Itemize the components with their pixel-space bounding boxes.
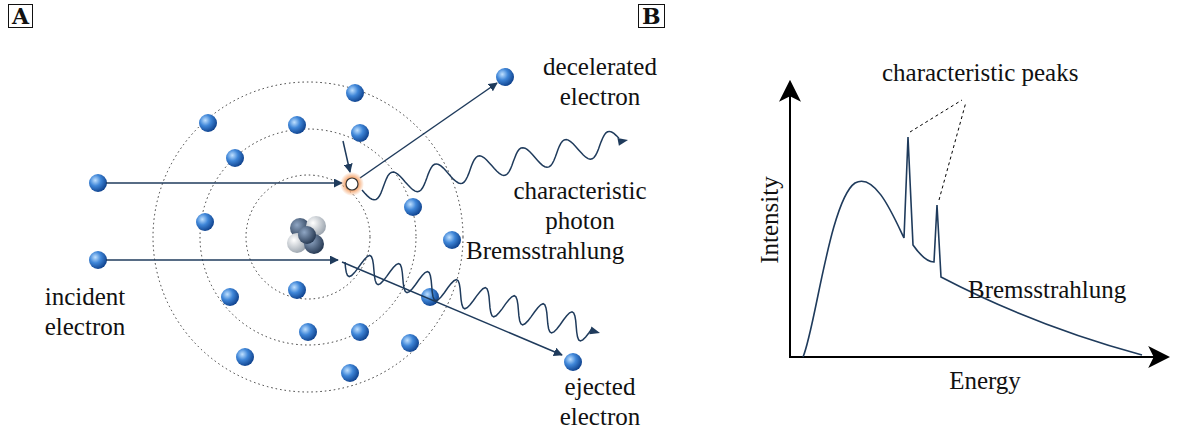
label: Bremsstrahlung: [466, 236, 624, 266]
label: characteristic photon: [505, 176, 655, 236]
label: Bremsstrahlung: [968, 275, 1126, 305]
electron: [236, 348, 254, 366]
electron: [351, 323, 369, 341]
electron: [404, 198, 422, 216]
label: ejected electron: [545, 372, 655, 430]
electron: [199, 114, 217, 132]
orbits: [153, 82, 463, 392]
electron: [443, 231, 461, 249]
label: incident electron: [25, 282, 145, 342]
electron: [89, 251, 107, 269]
electron: [226, 149, 244, 167]
electron: [341, 364, 359, 382]
photon-waves: [345, 131, 628, 341]
spectrum-curve: [803, 137, 1142, 357]
electron: [496, 68, 514, 86]
spectrum-axes: [789, 82, 1168, 357]
wave: [345, 255, 592, 341]
electron: [196, 213, 214, 231]
wave-head: [589, 326, 600, 334]
nucleus: [287, 216, 326, 254]
label: decelerated electron: [530, 52, 670, 112]
vacancy-glow: [340, 172, 364, 196]
electron: [288, 116, 306, 134]
peak-leaders: [910, 100, 966, 200]
panel-letter: B: [638, 4, 665, 28]
electrons: [89, 68, 582, 382]
electron: [401, 334, 419, 352]
panel-letter: A: [8, 4, 33, 28]
electron: [89, 174, 107, 192]
label: Energy: [949, 366, 1021, 396]
label: characteristic peaks: [882, 58, 1078, 88]
electron: [288, 281, 306, 299]
electron: [564, 353, 582, 371]
vacancy: [346, 178, 358, 190]
trajectories: [106, 83, 562, 355]
electron: [346, 84, 364, 102]
electron: [351, 124, 369, 142]
electron: [299, 323, 317, 341]
electron: [221, 288, 239, 306]
wave-head: [617, 138, 628, 146]
axis-label: Intensity: [755, 176, 785, 264]
